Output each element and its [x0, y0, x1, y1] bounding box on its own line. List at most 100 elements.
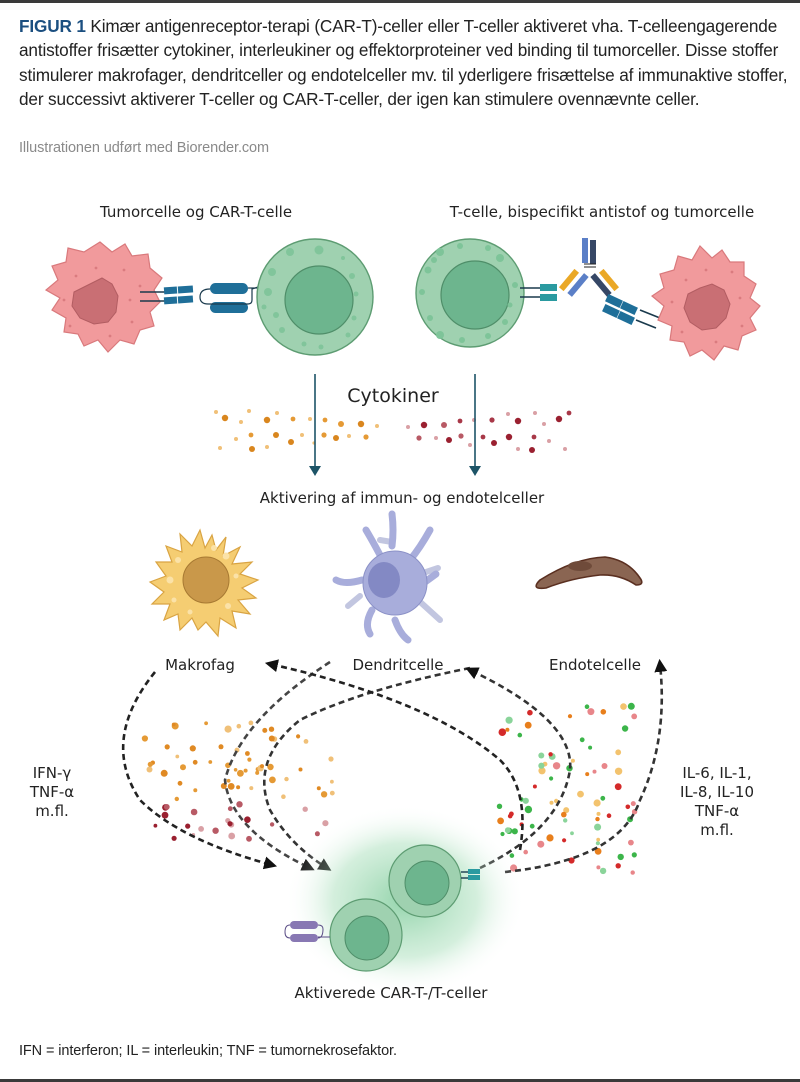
- t-cell-receptor: [520, 284, 557, 301]
- tumor-nucleus: [683, 283, 731, 331]
- cytokine-dot: [224, 725, 232, 733]
- cytokine-dot: [302, 806, 308, 812]
- cytokine-dot: [500, 831, 505, 837]
- cytokine-dot: [627, 702, 635, 710]
- cytokine-dot: [243, 768, 248, 773]
- cytokine-dot: [567, 714, 573, 719]
- cytokine-dot: [237, 769, 244, 777]
- cytokine-dot: [621, 725, 629, 732]
- cytokine-dot: [218, 744, 224, 750]
- cytokine-scatter-right: [496, 702, 638, 875]
- cytokine-dot: [568, 857, 575, 864]
- cytokine-dot: [204, 721, 209, 726]
- cytokine-dot: [228, 832, 236, 840]
- cytokine-dot: [504, 827, 511, 834]
- cytokine-dot: [249, 786, 254, 791]
- cytokine-dots-orange: [214, 409, 379, 452]
- arrow-tcell-to-endothelial: [504, 658, 668, 874]
- cytokine-dot: [584, 704, 590, 709]
- top-rule: [0, 0, 800, 3]
- cytokine-dot: [171, 835, 177, 841]
- right-cytokine-il6-il1: IL-6, IL-1,: [682, 764, 751, 782]
- cytokine-dot: [141, 735, 148, 742]
- cytokine-dot: [548, 752, 553, 757]
- cytokine-dot: [617, 853, 624, 861]
- activated-t-cell-upper: [388, 844, 480, 918]
- panel-left-title: Tumorcelle og CAR-T-celle: [99, 203, 292, 221]
- cytokine-dot: [522, 797, 529, 804]
- cytokine-dot: [171, 722, 176, 727]
- activated-cells-label: Aktiverede CAR-T-/T-celler: [295, 984, 489, 1002]
- left-cytokine-ifn: IFN-γ: [33, 764, 72, 782]
- cytokine-dot: [537, 840, 545, 848]
- illustration-credit: Illustrationen udført med Biorender.com: [19, 140, 269, 156]
- cytokine-dot: [579, 737, 585, 743]
- cytokine-dot: [177, 780, 183, 786]
- tumor-antigen-left: [140, 285, 194, 305]
- figure-label: FIGUR 1: [19, 16, 86, 36]
- abbreviations-footnote: IFN = interferon; IL = interleukin; TNF …: [19, 1043, 397, 1059]
- tumor-cell-right: [650, 245, 761, 361]
- cytokines-label: Cytokiner: [347, 385, 439, 407]
- bispecific-antibody: [558, 238, 620, 297]
- cytokine-dot: [577, 790, 584, 798]
- cytokine-dot: [160, 769, 168, 777]
- cytokine-dot: [561, 811, 567, 818]
- cytokine-dot: [153, 823, 158, 828]
- cytokine-dot: [570, 758, 575, 763]
- cytokine-dot: [592, 769, 597, 774]
- panel-right-title: T-celle, bispecifikt antistof og tumorce…: [449, 203, 754, 221]
- activated-t-cell-lower: [284, 898, 403, 972]
- cytokine-dot: [596, 811, 601, 816]
- cytokine-dot: [180, 764, 186, 771]
- cytokine-dot: [507, 813, 513, 819]
- cytokine-dot: [552, 762, 561, 770]
- cytokine-dot: [227, 783, 235, 790]
- right-cytokine-tnf: TNF-α: [694, 802, 739, 820]
- cytokine-scatter-left: [141, 720, 335, 842]
- arrow-tcell-to-dendritic: [465, 667, 572, 870]
- car-t-cell: [256, 238, 374, 356]
- cytokine-dot: [587, 708, 595, 716]
- cytokine-dot: [529, 823, 535, 829]
- cytokine-dot: [562, 838, 567, 843]
- cytokine-dot: [497, 817, 504, 825]
- cytokine-dot: [594, 847, 602, 855]
- cytokine-dot: [298, 767, 303, 772]
- figure-caption: FIGUR 1 Kimær antigenreceptor-terapi (CA…: [19, 14, 789, 112]
- cytokine-dot: [585, 772, 590, 777]
- cytokine-dot: [496, 803, 503, 809]
- cytokine-dot: [595, 816, 600, 822]
- cytokine-dot: [248, 720, 254, 726]
- cytokine-dot: [595, 841, 601, 846]
- dendritic-label: Dendritcelle: [352, 656, 443, 674]
- cytokine-dot: [600, 795, 606, 801]
- left-cytokine-tnf: TNF-α: [29, 783, 74, 801]
- cytokine-dot: [233, 768, 238, 772]
- cytokine-dot: [236, 785, 241, 790]
- cytokine-dot: [268, 726, 275, 732]
- cytokine-dot: [594, 823, 602, 831]
- cytokine-dot: [563, 807, 570, 814]
- arrow-tcell-to-macrophage: [264, 659, 524, 851]
- cytokine-dot: [596, 865, 601, 870]
- cytokine-dot: [316, 786, 321, 791]
- cytokine-dot: [328, 756, 334, 762]
- cytokine-dot: [267, 763, 274, 771]
- cytokine-dot: [630, 870, 635, 875]
- cytokine-dot: [255, 770, 260, 775]
- endothelial-cell: [535, 556, 643, 590]
- caption-text: Kimær antigenreceptor-terapi (CAR-T)-cel…: [19, 16, 788, 110]
- tumor-nucleus: [71, 277, 119, 325]
- cytokine-dot: [524, 721, 532, 729]
- cytokine-dot: [524, 805, 533, 814]
- cytokine-arrow-left: [309, 374, 321, 476]
- cytokine-dot: [146, 766, 153, 773]
- tumor-cell-left: [44, 241, 163, 353]
- cytokine-dot: [320, 791, 328, 798]
- cytokine-dot: [505, 727, 510, 732]
- cytokine-dot: [532, 784, 537, 789]
- cytokine-dot: [192, 759, 198, 765]
- cytokine-dot: [538, 762, 545, 769]
- cytokine-dot: [284, 776, 289, 782]
